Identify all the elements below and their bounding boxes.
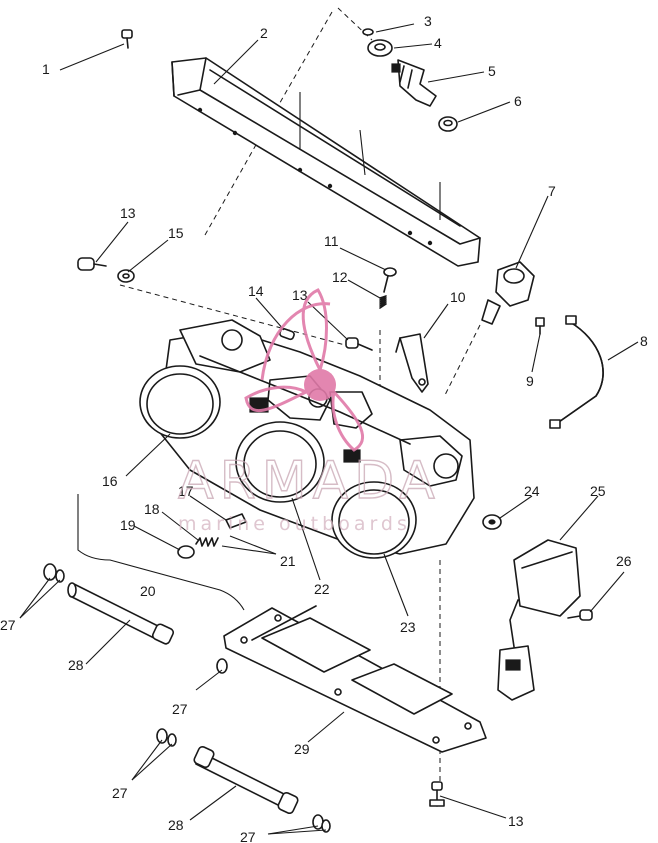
mounting-plate-29	[223, 605, 487, 753]
propeller-logo-icon	[244, 288, 365, 452]
throttle-bore-22	[235, 421, 325, 503]
clip-15	[117, 269, 135, 283]
cap-27-upper-left	[43, 563, 65, 583]
callout-label: 21	[280, 553, 296, 569]
callout-label: 10	[450, 289, 466, 305]
callout-label: 25	[590, 483, 606, 499]
fuel-pipe-28-upper	[67, 582, 175, 645]
screw-13-middle	[345, 337, 373, 351]
callout-label: 27	[172, 701, 188, 717]
callout-label: 7	[548, 183, 556, 199]
washer-24	[482, 514, 502, 530]
idle-adjust-screw-17	[225, 513, 247, 529]
callout-label: 12	[332, 269, 348, 285]
screw-26	[567, 609, 593, 621]
screw-9	[535, 317, 545, 335]
screw-13-upper-left	[77, 257, 107, 271]
callout-leader-lines	[19, 23, 639, 835]
callout-label: 28	[68, 657, 84, 673]
callout-label: 27	[0, 617, 16, 633]
grommet-4	[367, 39, 393, 57]
callout-label: 26	[616, 553, 632, 569]
throttle-bore-16	[139, 365, 221, 439]
fuel-injector-5	[391, 59, 437, 107]
callout-label: 22	[314, 581, 330, 597]
callout-label: 11	[324, 233, 339, 249]
spring-12	[379, 295, 387, 309]
cap-27-lower-right	[312, 814, 331, 833]
fuel-pipe-28-lower	[193, 745, 299, 815]
watermark-tagline: marine outboards	[178, 513, 411, 535]
spring-18	[195, 537, 219, 547]
fuel-rail	[171, 57, 481, 267]
bracket-group-20	[77, 494, 245, 611]
cap-27-lower-left	[156, 728, 177, 747]
cap-27-upper-right	[216, 658, 228, 674]
callout-label: 20	[140, 583, 156, 599]
callout-label: 16	[102, 473, 118, 489]
callout-label: 13	[120, 205, 136, 221]
callout-label: 18	[144, 501, 160, 517]
callout-label: 15	[168, 225, 184, 241]
nut-19	[177, 545, 195, 559]
callout-label: 13	[292, 287, 308, 303]
callout-label: 23	[400, 619, 416, 635]
callout-label: 24	[524, 483, 540, 499]
pressure-regulator-7	[481, 261, 535, 325]
callout-label: 3	[424, 13, 432, 29]
o-ring-3	[362, 28, 374, 36]
throttle-position-sensor-25	[497, 539, 581, 701]
callout-label: 14	[248, 283, 264, 299]
callout-labels: 1 2 3 4 5 6 7 8 9 10 11 12 13 13 13 14 1…	[0, 13, 648, 843]
screw-11	[383, 267, 397, 293]
callout-label: 28	[168, 817, 184, 833]
callout-label: 27	[112, 785, 128, 801]
callout-label: 8	[640, 333, 648, 349]
callout-label: 13	[508, 813, 524, 829]
callout-label: 19	[120, 517, 136, 533]
watermark: ARMADA marine outboards	[177, 288, 441, 535]
callout-label: 29	[294, 741, 310, 757]
callout-label: 17	[178, 483, 194, 499]
bracket-10	[395, 333, 429, 393]
throttle-bore-23	[331, 481, 417, 559]
watermark-brand: ARMADA	[178, 451, 441, 511]
callout-label: 1	[42, 61, 50, 77]
callout-label: 2	[260, 25, 268, 41]
vacuum-hose-8	[549, 315, 604, 429]
callout-label: 5	[488, 63, 496, 79]
grommet-6	[438, 116, 458, 132]
callout-label: 6	[514, 93, 522, 109]
screw-1	[121, 29, 133, 49]
screw-13-bottom	[429, 781, 445, 807]
callout-label: 9	[526, 373, 534, 389]
callout-label: 4	[434, 35, 442, 51]
callout-label: 27	[240, 829, 256, 843]
